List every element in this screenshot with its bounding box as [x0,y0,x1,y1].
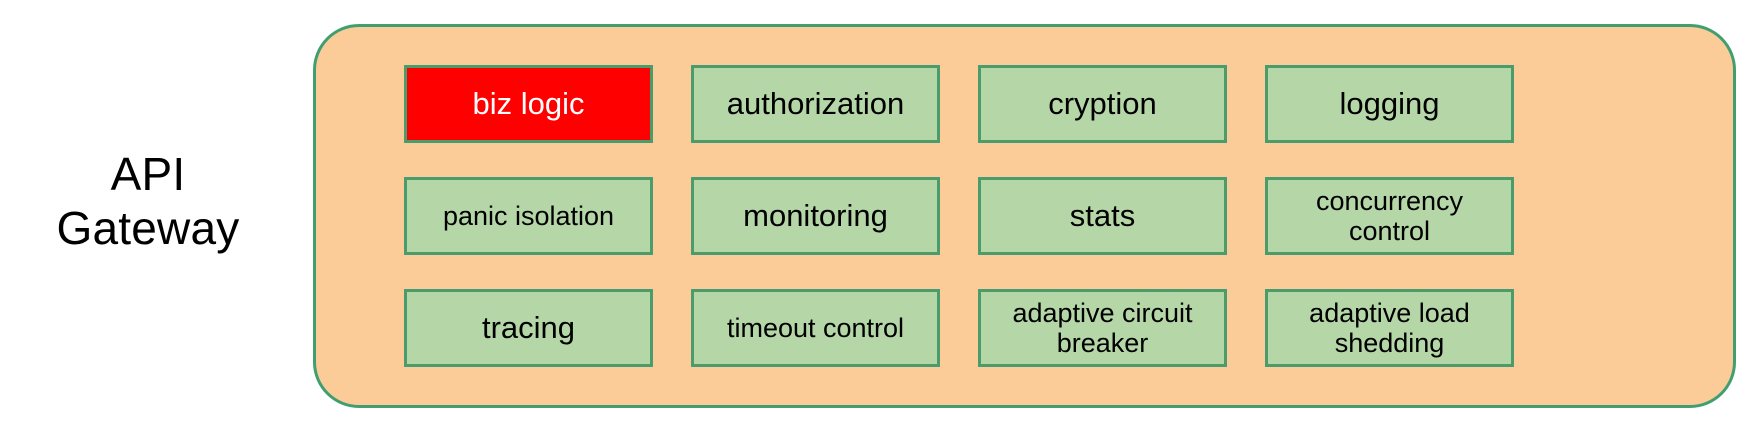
feature-box-label: tracing [481,309,576,345]
feature-box-stats[interactable]: stats [978,177,1227,255]
gateway-panel: biz logic authorization cryption logging… [313,24,1736,408]
feature-box-panic-isolation[interactable]: panic isolation [404,177,653,255]
feature-box-label: adaptive load shedding [1309,297,1470,358]
feature-box-timeout-control[interactable]: timeout control [691,289,940,367]
feature-box-label: adaptive circuit breaker [1012,297,1193,358]
feature-box-monitoring[interactable]: monitoring [691,177,940,255]
feature-box-label: logging [1339,85,1440,121]
feature-box-label: biz logic [472,85,585,121]
feature-box-biz-logic[interactable]: biz logic [404,65,653,143]
feature-box-concurrency-control[interactable]: concurrency control [1265,177,1514,255]
feature-box-label: authorization [726,85,905,121]
gateway-label: API Gateway [56,148,240,254]
feature-box-label: panic isolation [442,200,615,231]
feature-box-adaptive-load-shedding[interactable]: adaptive load shedding [1265,289,1514,367]
feature-box-label: timeout control [726,312,905,343]
feature-grid: biz logic authorization cryption logging… [404,65,1649,367]
feature-box-authorization[interactable]: authorization [691,65,940,143]
feature-box-label: concurrency control [1315,185,1464,246]
feature-box-cryption[interactable]: cryption [978,65,1227,143]
feature-box-label: monitoring [743,197,888,233]
feature-box-tracing[interactable]: tracing [404,289,653,367]
feature-box-adaptive-circuit-breaker[interactable]: adaptive circuit breaker [978,289,1227,367]
feature-box-label: cryption [1048,85,1157,121]
feature-box-label: stats [1069,197,1136,233]
feature-box-logging[interactable]: logging [1265,65,1514,143]
